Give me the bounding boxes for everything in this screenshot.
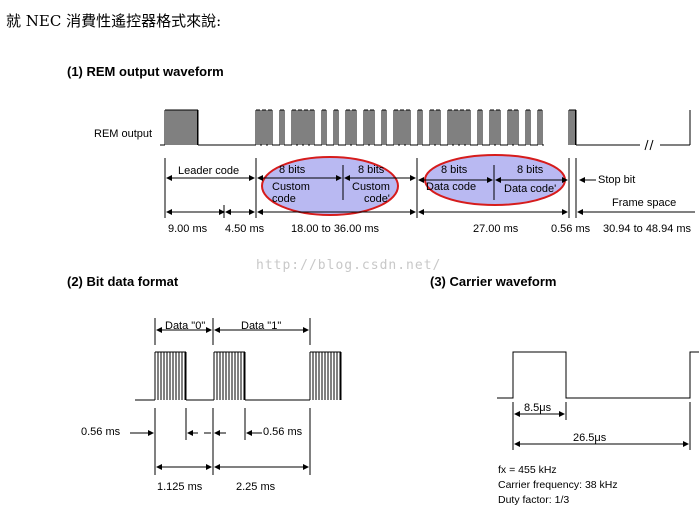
break-mark (644, 139, 654, 151)
section1-title: (1) REM output waveform (67, 64, 224, 79)
frame-space-time: 30.94 to 48.94 ms (603, 223, 692, 235)
carrier-period-time: 26.5μs (573, 432, 607, 444)
duty-factor-label: Duty factor: 1/3 (498, 494, 570, 506)
leader-burst (164, 109, 199, 145)
bits-label-3: 8 bits (441, 164, 468, 176)
data0-label: Data "0" (165, 320, 206, 332)
carrier-high-time: 8.5μs (524, 402, 552, 414)
carrier-frequency-label: Carrier frequency: 38 kHz (498, 479, 618, 491)
data-code-time: 27.00 ms (473, 223, 519, 235)
rem-output-label: REM output (94, 128, 153, 140)
custom-code-label: Custom code (272, 181, 310, 205)
stop-bit-label: Stop bit (598, 174, 636, 186)
leader-space-time: 4.50 ms (225, 223, 265, 235)
custom-code-inverse-label: Custom code' (352, 181, 390, 205)
bit-format-waveform (130, 318, 342, 475)
data-code-label: Data code (426, 181, 477, 193)
bit1-period-time: 2.25 ms (236, 481, 276, 493)
timing-arrows (166, 205, 695, 218)
bits-label-1: 8 bits (279, 164, 306, 176)
intro-text: 就 NEC 消費性遙控器格式來說: (6, 12, 222, 30)
frame-space-label: Frame space (612, 197, 677, 209)
data-code-inverse-label: Data code' (504, 183, 557, 195)
leader-code-label: Leader code (178, 165, 240, 177)
section3-title: (3) Carrier waveform (430, 274, 557, 289)
bit-mark-time-left: 0.56 ms (81, 426, 121, 438)
carrier-waveform (497, 351, 699, 450)
rem-waveform (160, 109, 691, 146)
custom-code-highlight (261, 156, 399, 216)
data1-label: Data "1" (241, 320, 282, 332)
bit0-period-time: 1.125 ms (157, 481, 203, 493)
fx-label: fx = 455 kHz (498, 464, 557, 476)
bits-label-2: 8 bits (358, 164, 385, 176)
bit-pulses (255, 109, 577, 146)
bit-mark-time-right: 0.56 ms (263, 426, 303, 438)
section2-title: (2) Bit data format (67, 274, 179, 289)
bits-label-4: 8 bits (517, 164, 544, 176)
custom-code-time: 18.00 to 36.00 ms (291, 223, 380, 235)
watermark: http://blog.csdn.net/ (256, 258, 442, 273)
leader-mark-time: 9.00 ms (168, 223, 208, 235)
stop-bit-time: 0.56 ms (551, 223, 591, 235)
